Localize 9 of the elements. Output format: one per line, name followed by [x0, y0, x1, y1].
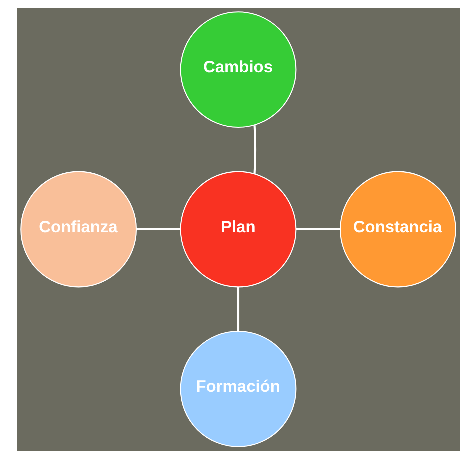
- node-circle: Formación: [180, 330, 296, 448]
- node-circle: Plan: [180, 171, 296, 288]
- connector: [236, 287, 240, 332]
- connector: [253, 125, 256, 174]
- node-circle: Constancia: [339, 171, 456, 288]
- node-circle: Cambios: [180, 12, 296, 128]
- connector: [136, 228, 180, 231]
- connector: [296, 228, 340, 231]
- node-circle: Confianza: [20, 171, 137, 288]
